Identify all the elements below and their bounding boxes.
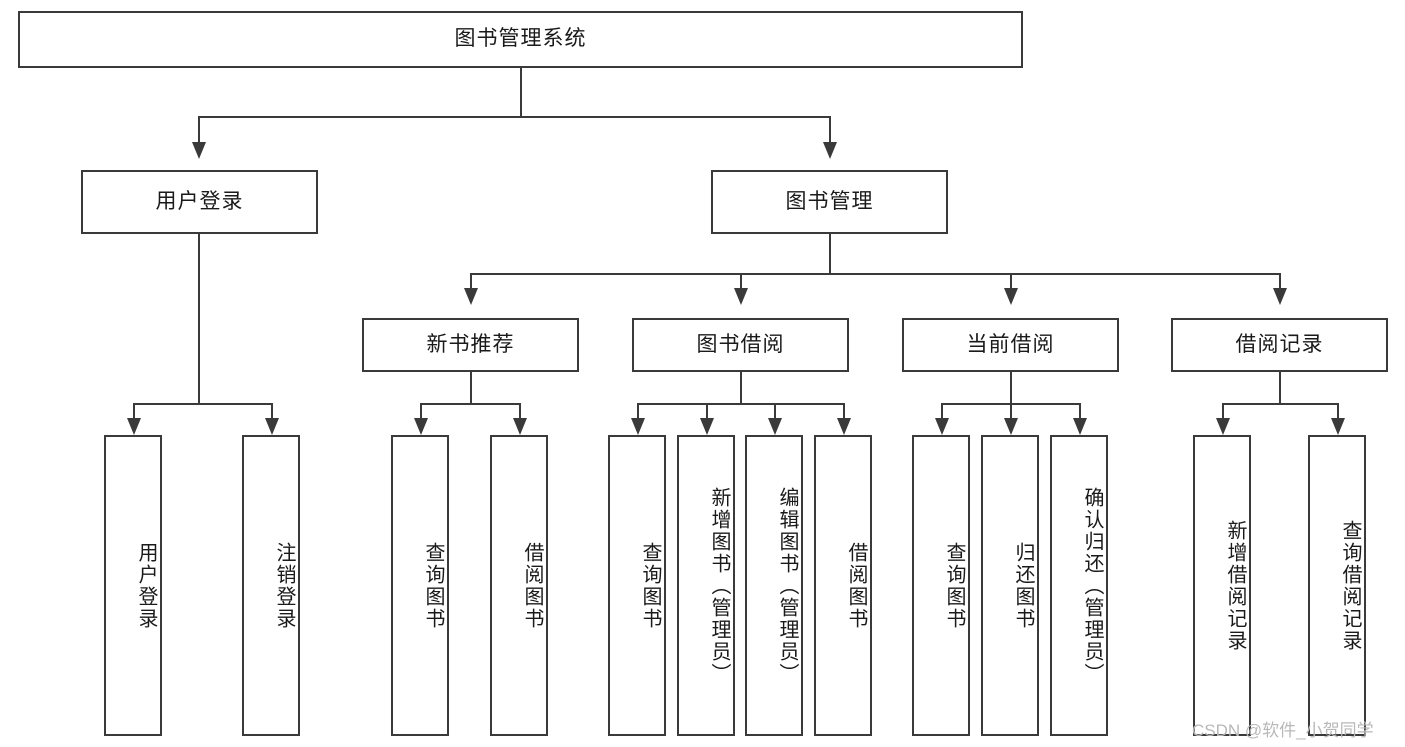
arrow-to-borrow-record	[1273, 288, 1287, 305]
node-root-book-management-system[interactable]: 图书管理系统	[18, 11, 1023, 68]
node-book-management[interactable]: 图书管理	[711, 170, 948, 234]
leaf-edit-book-admin[interactable]: 编辑图书（管理员）	[745, 435, 803, 736]
connector-level3-bus	[470, 273, 1280, 275]
leaf-query-book-recommend[interactable]: 查询图书	[391, 435, 449, 736]
connector-user-login-bus	[133, 403, 271, 405]
connector-level2-bus	[198, 116, 830, 118]
leaf-label: 新增借阅记录	[1224, 519, 1246, 652]
arrow-to-current-borrow	[1004, 288, 1018, 305]
leaf-label: 用户登录	[135, 541, 157, 630]
arrow-to-leaf-return-book	[1004, 418, 1018, 435]
connector-level3-drop-4	[1279, 273, 1281, 290]
connector-current-borrow-drop-1	[941, 403, 943, 420]
connector-borrow-record-drop-2	[1337, 403, 1339, 420]
connector-book-borrow-stem	[740, 372, 742, 404]
arrow-to-book-borrow	[734, 288, 748, 305]
leaf-label: 借阅图书	[845, 541, 867, 630]
leaf-query-book-borrow[interactable]: 查询图书	[608, 435, 666, 736]
leaf-label: 查询图书	[639, 541, 661, 630]
connector-level3-drop-1	[470, 273, 472, 290]
node-book-borrow[interactable]: 图书借阅	[632, 318, 849, 372]
connector-user-login-drop-1	[133, 403, 135, 420]
leaf-add-borrow-record[interactable]: 新增借阅记录	[1193, 435, 1251, 736]
arrow-to-leaf-borrow-book-1	[513, 418, 527, 435]
arrow-to-leaf-borrow-book-2	[837, 418, 851, 435]
arrow-to-leaf-query-book-2	[631, 418, 645, 435]
connector-user-login-drop-2	[271, 403, 273, 420]
connector-book-borrow-drop-2	[706, 403, 708, 420]
leaf-label: 编辑图书（管理员）	[776, 486, 798, 685]
arrow-to-leaf-add-book	[700, 418, 714, 435]
connector-new-book-stem	[470, 372, 472, 404]
arrow-to-new-book-recommend	[464, 288, 478, 305]
leaf-label: 归还图书	[1012, 541, 1034, 630]
node-current-borrow[interactable]: 当前借阅	[902, 318, 1119, 372]
connector-level3-drop-2	[740, 273, 742, 290]
csdn-watermark: CSDN @软件_小贺同学	[1192, 721, 1374, 740]
connector-current-borrow-drop-3	[1079, 403, 1081, 420]
node-new-book-recommend[interactable]: 新书推荐	[362, 318, 579, 372]
connector-book-borrow-drop-3	[774, 403, 776, 420]
leaf-label: 查询图书	[943, 541, 965, 630]
leaf-return-book[interactable]: 归还图书	[981, 435, 1039, 736]
leaf-label: 查询借阅记录	[1339, 519, 1361, 652]
connector-book-management-stem	[829, 234, 831, 274]
arrow-to-leaf-logout	[265, 418, 279, 435]
connector-current-borrow-stem	[1010, 372, 1012, 404]
arrow-to-leaf-add-borrow-record	[1216, 418, 1230, 435]
leaf-query-borrow-record[interactable]: 查询借阅记录	[1308, 435, 1366, 736]
connector-new-book-drop-2	[519, 403, 521, 420]
node-label: 图书借阅	[696, 332, 785, 356]
leaf-logout[interactable]: 注销登录	[242, 435, 300, 736]
connector-book-borrow-bus	[637, 403, 845, 405]
connector-level3-drop-3	[1010, 273, 1012, 290]
connector-borrow-record-drop-1	[1222, 403, 1224, 420]
leaf-label: 查询图书	[422, 541, 444, 630]
connector-book-borrow-drop-1	[637, 403, 639, 420]
arrow-to-leaf-edit-book	[768, 418, 782, 435]
connector-book-borrow-drop-4	[843, 403, 845, 420]
leaf-add-book-admin[interactable]: 新增图书（管理员）	[677, 435, 735, 736]
leaf-borrow-book-borrow[interactable]: 借阅图书	[814, 435, 872, 736]
node-label: 借阅记录	[1235, 332, 1324, 356]
arrow-to-book-management	[823, 142, 837, 159]
node-label: 用户登录	[155, 189, 244, 213]
connector-new-book-bus	[420, 403, 519, 405]
leaf-query-book-current[interactable]: 查询图书	[912, 435, 970, 736]
leaf-label: 确认归还（管理员）	[1081, 486, 1103, 685]
node-borrow-record[interactable]: 借阅记录	[1171, 318, 1388, 372]
node-user-login[interactable]: 用户登录	[81, 170, 318, 234]
arrow-to-leaf-query-book-1	[414, 418, 428, 435]
connector-user-login-stem	[198, 234, 200, 404]
leaf-user-login[interactable]: 用户登录	[104, 435, 162, 736]
node-label: 图书管理	[785, 189, 874, 213]
leaf-label: 新增图书（管理员）	[708, 486, 730, 685]
connector-level2-drop-2	[829, 116, 831, 143]
arrow-to-user-login	[192, 142, 206, 159]
arrow-to-leaf-query-book-3	[935, 418, 949, 435]
connector-borrow-record-bus	[1222, 403, 1337, 405]
arrow-to-leaf-query-borrow-record	[1331, 418, 1345, 435]
leaf-borrow-book-recommend[interactable]: 借阅图书	[490, 435, 548, 736]
node-label: 当前借阅	[966, 332, 1055, 356]
connector-current-borrow-drop-2	[1010, 403, 1012, 420]
leaf-label: 注销登录	[273, 541, 295, 630]
connector-root-stem	[520, 68, 522, 117]
arrow-to-leaf-confirm-return	[1073, 418, 1087, 435]
arrow-to-leaf-user-login	[127, 418, 141, 435]
node-label: 新书推荐	[426, 332, 515, 356]
connector-level2-drop-1	[198, 116, 200, 143]
connector-borrow-record-stem	[1279, 372, 1281, 404]
leaf-confirm-return-admin[interactable]: 确认归还（管理员）	[1050, 435, 1108, 736]
node-label: 图书管理系统	[454, 27, 587, 51]
connector-new-book-drop-1	[420, 403, 422, 420]
leaf-label: 借阅图书	[521, 541, 543, 630]
